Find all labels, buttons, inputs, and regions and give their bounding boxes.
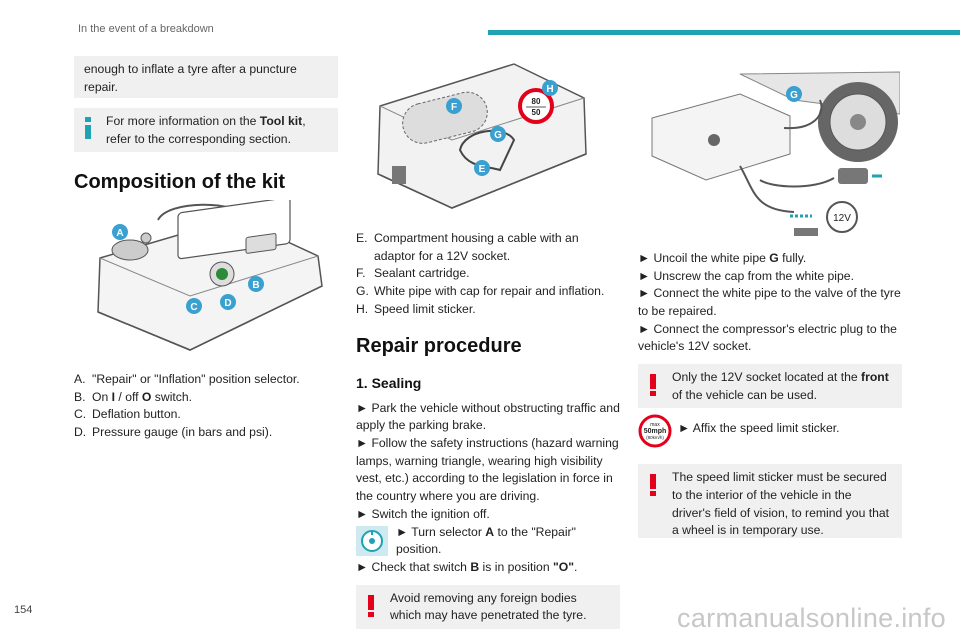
svg-text:50mph: 50mph [644,428,667,435]
info-note-text: For more information on the Tool kit, re… [106,114,306,146]
column-1: enough to inflate a tyre after a punctur… [74,56,338,197]
svg-text:B: B [252,280,259,291]
label-E-badge: E [474,160,490,176]
svg-text:max: max [650,422,660,428]
label-B-badge: B [248,276,264,292]
socket-label: 12V [833,213,851,224]
kit-illustration: A B C D [97,200,323,351]
label-F-badge: F [446,98,462,114]
kit-legend: A."Repair" or "Inflation" position selec… [74,371,338,442]
svg-text:G: G [790,90,798,101]
svg-text:50: 50 [532,108,541,117]
header-accent-bar [488,30,960,35]
list-item: A."Repair" or "Inflation" position selec… [74,372,300,386]
compressor-connection-illustration: 12V G [651,71,900,236]
warning-icon [650,474,656,502]
svg-text:F: F [451,102,457,113]
svg-text:G: G [494,130,502,141]
heading-repair-procedure: Repair procedure [356,335,522,358]
list-item: D.Pressure gauge (in bars and psi). [74,425,273,440]
label-G-badge: G [490,126,506,142]
subheading-sealing: 1. Sealing [356,375,422,392]
warning-box: The speed limit sticker must be secured … [638,464,902,539]
column-2: E.Compartment housing a cable with an ad… [356,230,620,629]
step-text: ► Uncoil the white pipe G fully. [638,251,807,265]
list-item: F.Sealant cartridge. [356,266,470,281]
warning-box: Avoid removing any foreign bodies which … [356,584,620,629]
speed-limit-sticker-icon: max 50mph (80km/h) [638,414,672,454]
step-text: ► Connect the white pipe to the valve of… [638,286,901,319]
svg-text:H: H [546,84,553,95]
step-text: ► Unscrew the cap from the white pipe. [638,268,854,283]
section-title: In the event of a breakdown [78,23,214,35]
list-item: C.Deflation button. [74,407,181,422]
intro-box: enough to inflate a tyre after a punctur… [74,56,338,98]
list-item: B.On I / off O switch. [74,389,193,404]
info-icon [84,117,92,145]
info-note: For more information on the Tool kit, re… [74,108,338,152]
warning-icon [650,374,656,402]
warning-icon [368,594,374,623]
label-D-badge: D [220,294,236,310]
svg-text:A: A [116,228,123,239]
list-item: E.Compartment housing a cable with an ad… [356,231,579,263]
warning-box: Only the 12V socket located at the front… [638,364,902,409]
speed-sticker-icon: 80 50 [518,88,554,124]
label-A-badge: A [112,224,128,240]
step-text: ► Follow the safety instructions (hazard… [356,436,619,504]
list-item: H.Speed limit sticker. [356,301,476,316]
label-G-badge: G [786,86,802,102]
svg-text:(80km/h): (80km/h) [646,435,664,440]
list-item: G.White pipe with cap for repair and inf… [356,284,605,299]
page-number: 154 [14,604,33,616]
step-text: ► Connect the compressor's electric plug… [638,321,897,354]
svg-text:80: 80 [532,97,541,106]
intro-text: enough to inflate a tyre after a punctur… [84,62,297,94]
step-text: ► Park the vehicle without obstructing t… [356,400,620,433]
column-3: ► Uncoil the white pipe G fully. ► Unscr… [638,250,902,539]
heading-composition: Composition of the kit [74,171,286,193]
repair-mode-icon [356,525,388,562]
sticker-step: max 50mph (80km/h) ► Affix the speed lim… [638,414,902,452]
svg-text:D: D [224,298,231,309]
svg-text:E: E [479,164,486,175]
selector-step: ► Turn selector A to the "Repair" positi… [356,524,620,559]
svg-text:C: C [190,302,197,313]
watermark: carmanualsonline.info [677,602,946,633]
label-C-badge: C [186,298,202,314]
label-H-badge: H [542,80,558,96]
step-text: ► Switch the ignition off. [356,506,490,521]
switch-step: ► Check that switch B is in position "O"… [356,559,578,574]
kit-compartment-illustration: 80 50 F H G E [377,63,587,209]
